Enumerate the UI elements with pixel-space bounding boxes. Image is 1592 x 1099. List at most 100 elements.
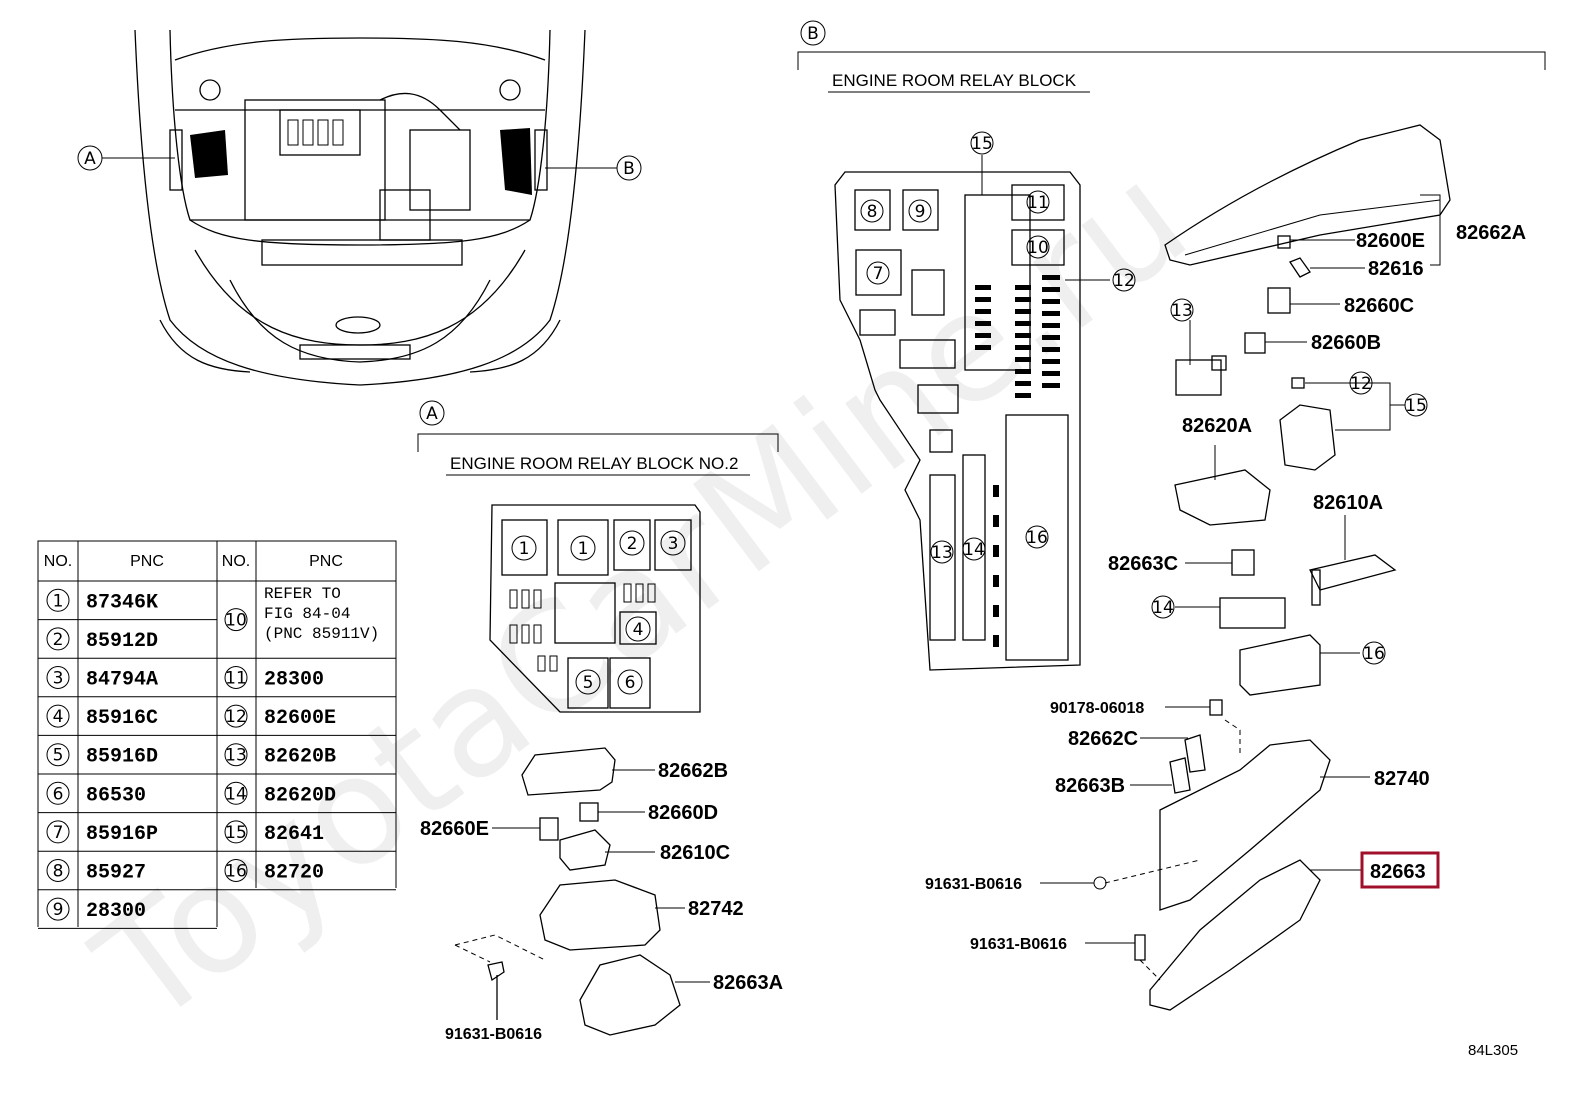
svg-text:3: 3: [668, 534, 679, 554]
svg-text:16: 16: [1026, 528, 1048, 548]
svg-text:2: 2: [627, 534, 638, 554]
table-header: PNC: [309, 553, 343, 570]
row-number: 1: [53, 591, 64, 611]
svg-text:8: 8: [867, 202, 878, 222]
row-number-circle: [224, 743, 248, 767]
svg-text:7: 7: [873, 264, 884, 284]
row-number: 15: [225, 823, 247, 843]
parts-b-callouts: 13 12 15 14 16: [1151, 298, 1428, 665]
svg-text:12: 12: [1350, 374, 1372, 394]
part-label: 82600E: [1356, 230, 1425, 252]
row-number-circle: [46, 627, 70, 651]
row-number-circle: [224, 704, 248, 728]
car-front-illustration: [134, 29, 586, 386]
part-label: 82662B: [658, 760, 728, 782]
figure-code: 84L305: [1468, 1042, 1518, 1059]
parts-a-labels: 82662B 82660D 82660E 82610C 82742 82663A…: [420, 760, 783, 1043]
row-pnc: 84794A: [86, 669, 158, 692]
car-callout-a: A: [77, 145, 175, 171]
row-number: 16: [225, 862, 247, 882]
part-label: 82663B: [1055, 775, 1125, 797]
parts-a-shapes: [454, 747, 681, 1036]
part-label: 82610C: [660, 842, 730, 864]
part-label: 82616: [1368, 258, 1424, 280]
row-number: 13: [225, 746, 247, 766]
svg-text:A: A: [426, 404, 438, 424]
row-number-circle: [46, 897, 70, 921]
row-number-circle: [46, 666, 70, 689]
svg-text:15: 15: [971, 134, 993, 154]
svg-text:9: 9: [915, 202, 926, 222]
block-a-callouts: 1 1 2 3 4 5 6: [511, 530, 686, 695]
part-label: 91631-B0616: [445, 1026, 542, 1043]
row-number-circle: [224, 666, 248, 689]
part-label: 82742: [688, 898, 744, 920]
svg-text:1: 1: [578, 539, 589, 559]
part-label: 82663A: [713, 972, 783, 994]
part-label: 91631-B0616: [925, 876, 1022, 893]
svg-text:11: 11: [1027, 193, 1049, 213]
row-number: 9: [53, 900, 64, 920]
svg-text:10: 10: [1027, 238, 1049, 258]
svg-text:12: 12: [1113, 271, 1135, 291]
part-label: 82660B: [1311, 332, 1381, 354]
row-number: 12: [225, 707, 247, 727]
car-callout-b: B: [545, 155, 642, 181]
row-number: 11: [225, 669, 247, 689]
row-pnc: 85916D: [86, 746, 158, 769]
highlight-label: 82663: [1370, 861, 1426, 883]
row-number: 4: [53, 707, 64, 727]
row-number-circle: [224, 608, 248, 632]
row-pnc-note: FIG 84-04: [264, 605, 350, 623]
table-header: NO.: [44, 553, 72, 570]
part-label: 82610A: [1313, 492, 1383, 514]
part-label: 90178-06018: [1050, 700, 1144, 717]
row-number-circle: [46, 859, 70, 882]
svg-text:6: 6: [625, 673, 636, 693]
part-label: 82662A: [1456, 222, 1526, 244]
row-pnc: 85916P: [86, 823, 158, 846]
row-pnc: 85927: [86, 862, 146, 885]
parts-b-labels: 82662A 82600E 82616 82660C 82660B 82620A…: [925, 222, 1526, 953]
row-number: 6: [53, 784, 64, 804]
row-number-circle: [46, 704, 70, 728]
row-pnc: 28300: [264, 669, 324, 692]
part-label: 82662C: [1068, 728, 1138, 750]
section-a-header: A ENGINE ROOM RELAY BLOCK NO.2: [417, 400, 779, 476]
fuse-stripes: [975, 275, 1060, 647]
svg-text:A: A: [84, 149, 96, 169]
part-label: 82663C: [1108, 553, 1178, 575]
svg-text:B: B: [623, 159, 635, 179]
row-pnc: 85912D: [86, 630, 158, 653]
row-number: 3: [53, 669, 64, 689]
row-pnc: 82620B: [264, 746, 336, 769]
row-number-circle: [46, 820, 70, 844]
part-label: 82660E: [420, 818, 489, 840]
svg-text:14: 14: [1152, 598, 1174, 618]
highlighted-part-82663[interactable]: 82663: [1360, 851, 1440, 889]
parts-b-shapes: [1093, 124, 1451, 1011]
row-number: 8: [53, 862, 64, 882]
row-number: 5: [53, 746, 64, 766]
relay-block-a: [489, 504, 701, 713]
svg-text:16: 16: [1363, 644, 1385, 664]
table-header: PNC: [130, 553, 164, 570]
svg-text:13: 13: [931, 543, 953, 563]
part-label: 82660C: [1344, 295, 1414, 317]
row-pnc: 82620D: [264, 784, 336, 807]
part-label: 91631-B0616: [970, 936, 1067, 953]
row-pnc: 85916C: [86, 707, 158, 730]
watermark: ToyotaCarMine.ru: [66, 131, 1218, 1059]
row-number: 10: [225, 611, 247, 631]
svg-text:4: 4: [633, 620, 644, 640]
row-number-circle: [46, 781, 70, 805]
block-b-callouts: 8 9 7 11 10 13 14 16 15 12: [860, 131, 1136, 564]
row-number: 14: [225, 784, 247, 804]
row-number: 7: [53, 823, 64, 843]
part-label: 82660D: [648, 802, 718, 824]
row-number-circle: [46, 743, 70, 767]
section-a-title: ENGINE ROOM RELAY BLOCK NO.2: [450, 454, 738, 473]
section-b-title: ENGINE ROOM RELAY BLOCK: [832, 71, 1077, 90]
